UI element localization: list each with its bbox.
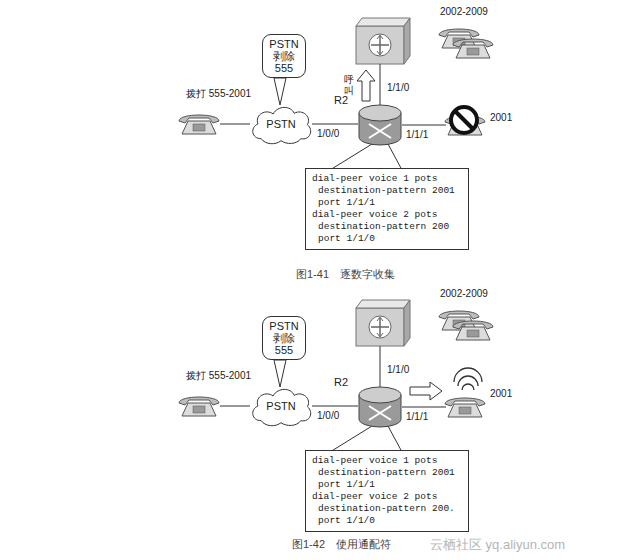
- connector-line: [312, 406, 358, 407]
- config-line: destination-pattern 200: [312, 221, 462, 233]
- pstn-cloud: PSTN: [248, 384, 314, 428]
- extension-number: 2001: [490, 112, 512, 124]
- figure-caption: 图1-42 使用通配符: [292, 538, 391, 551]
- callout-bubble: PSTN 剥除 555: [262, 316, 306, 360]
- config-line: port 1/1/0: [312, 515, 462, 527]
- extension-range: 2002-2009: [440, 6, 488, 18]
- callout-bubble: PSTN 剥除 555: [262, 34, 306, 78]
- config-line: destination-pattern 2001: [312, 185, 462, 197]
- router: R2: [358, 104, 402, 146]
- node-text: R2: [334, 376, 348, 388]
- router: R2: [358, 386, 402, 428]
- watermark: 云栖社区 yq.aliyun.com: [430, 537, 565, 553]
- figure-caption: 图1-41 逐数字收集: [296, 268, 395, 281]
- call-label: 呼叫: [344, 74, 354, 96]
- config-line: dial-peer voice 2 pots: [312, 209, 462, 221]
- config-line: destination-pattern 200.: [312, 503, 462, 515]
- node-text: PSTN 剥除 555: [267, 320, 301, 356]
- port-label: 1/1/0: [386, 82, 410, 94]
- connector-line: [312, 124, 358, 125]
- config-line: port 1/1/1: [312, 197, 462, 209]
- config-box: dial-peer voice 1 potsdestination-patter…: [305, 450, 469, 532]
- figure-2: [179, 300, 493, 452]
- node-text: PSTN: [266, 118, 295, 130]
- config-line: destination-pattern 2001: [312, 467, 462, 479]
- config-line: dial-peer voice 2 pots: [312, 491, 462, 503]
- call-arrow: [357, 70, 375, 101]
- pstn-cloud: PSTN: [248, 102, 314, 146]
- port-label: 1/0/0: [316, 128, 340, 140]
- router-icon: [358, 386, 402, 428]
- port-label: 1/1/1: [405, 411, 429, 423]
- node-text: PSTN 剥除 555: [267, 38, 301, 74]
- ring-waves: [454, 368, 482, 390]
- extension-range: 2002-2009: [440, 288, 488, 300]
- figure-1: [179, 18, 493, 170]
- config-line: port 1/1/0: [312, 233, 462, 245]
- ring-arrow: [410, 382, 442, 400]
- config-line: dial-peer voice 1 pots: [312, 173, 462, 185]
- port-label: 1/1/0: [386, 364, 410, 376]
- router-icon: [358, 104, 402, 146]
- config-line: port 1/1/1: [312, 479, 462, 491]
- port-label: 1/0/0: [316, 410, 340, 422]
- node-text: PSTN: [266, 400, 295, 412]
- config-box: dial-peer voice 1 potsdestination-patter…: [305, 168, 469, 250]
- config-line: dial-peer voice 1 pots: [312, 455, 462, 467]
- prohibit-sign: [451, 107, 477, 133]
- dial-note: 拨打 555-2001: [186, 370, 251, 382]
- dial-note: 拨打 555-2001: [186, 88, 251, 100]
- extension-number: 2001: [490, 388, 512, 400]
- port-label: 1/1/1: [405, 129, 429, 141]
